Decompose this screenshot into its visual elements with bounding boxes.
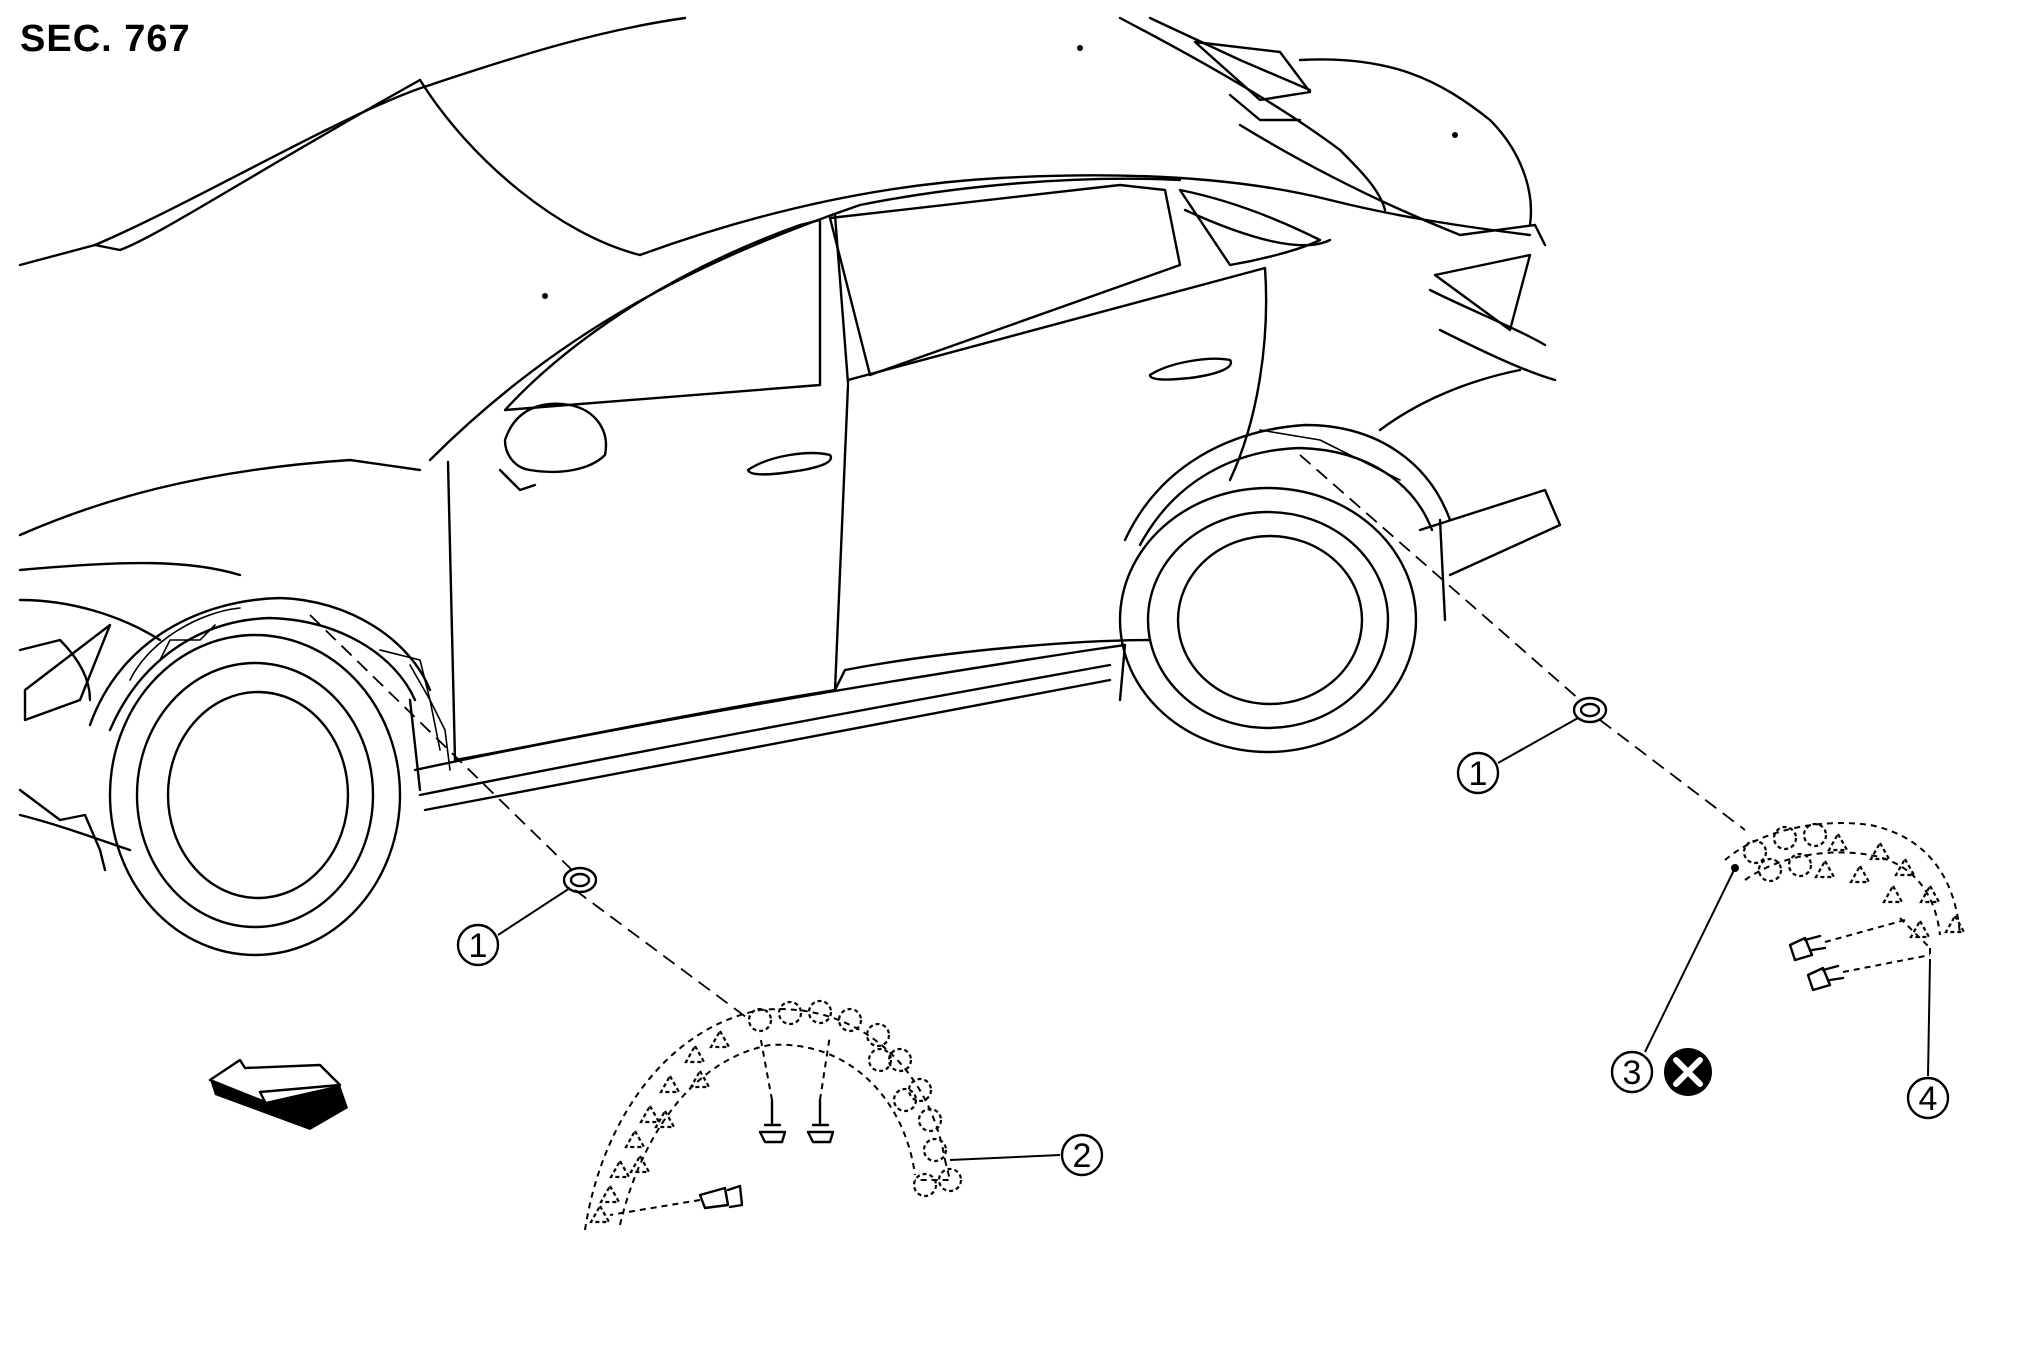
rear-grommet <box>1572 696 1608 724</box>
front-clip-1 <box>758 1034 787 1144</box>
svg-text:2: 2 <box>1073 1137 1092 1175</box>
svg-text:1: 1 <box>469 927 488 965</box>
callout-1-rear: 1 <box>1456 751 1500 795</box>
front-mudguard <box>584 999 963 1231</box>
callout-4: 4 <box>1906 1076 1950 1120</box>
front-direction-arrow-icon <box>208 1058 348 1130</box>
vehicle-body <box>18 16 1562 957</box>
front-clip-3 <box>609 1184 744 1216</box>
svg-text:3: 3 <box>1623 1054 1642 1092</box>
callout-leaders <box>497 717 1931 1161</box>
section-title: SEC. 767 <box>20 18 191 60</box>
callout-3: 3 <box>1610 1050 1654 1094</box>
callout-2: 2 <box>1060 1133 1104 1177</box>
front-grommet <box>562 866 598 894</box>
installation-leaders <box>309 454 1746 1021</box>
rear-clips <box>1788 919 1931 992</box>
svg-text:1: 1 <box>1469 755 1488 793</box>
svg-text:4: 4 <box>1919 1080 1938 1118</box>
rear-mudguard <box>1724 822 1966 960</box>
x-circle-icon <box>1664 1048 1712 1096</box>
callout-1-front: 1 <box>456 923 500 967</box>
front-clip-2 <box>806 1034 835 1144</box>
